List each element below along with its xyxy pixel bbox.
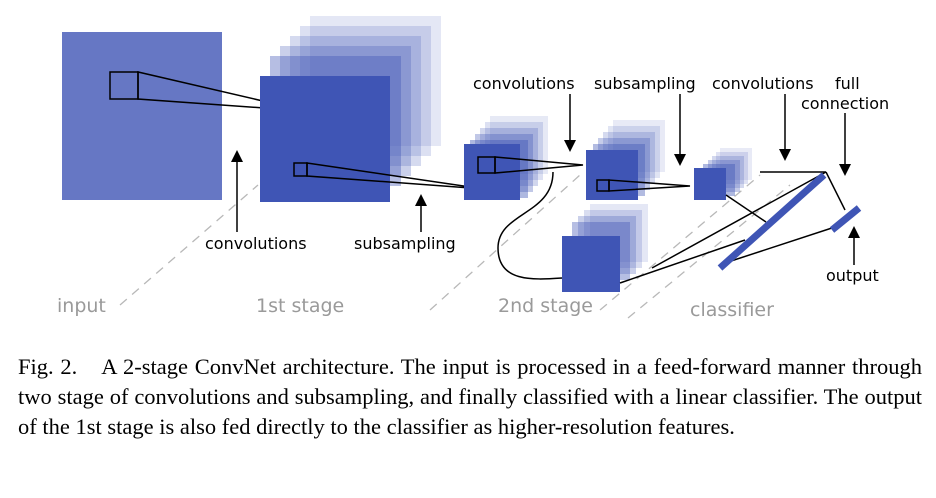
annotation-arrows [231,94,860,265]
separator-input-stage1 [119,184,259,306]
separator-stage1-stage2 [429,174,581,311]
caption-text: A 2-stage ConvNet architecture. The inpu… [18,354,922,439]
sub2-projection [608,179,691,192]
stage2-conv-maps [586,120,665,200]
conv2-projection [494,156,584,174]
stage-separators [119,174,791,319]
label-connection: connection [801,94,889,113]
stage1-front-map [260,76,390,202]
label-full: full [835,74,860,93]
label-sub2: subsampling [594,74,696,93]
output-layer [829,205,862,233]
label-output: output [826,266,879,285]
input-map [62,32,222,200]
stage1-conv-maps [260,16,441,202]
stage2-sub-front-map [694,168,726,200]
stage-label-classifier: classifier [690,299,774,321]
conv1-projection [137,71,307,112]
label-conv3: convolutions [712,74,814,93]
stage-label-2nd: 2nd stage [498,295,593,317]
stage2-front-map [586,150,638,200]
classifier-lines [619,171,846,284]
stage1-feedforward-maps [562,204,648,292]
separator-classifier [627,184,791,319]
stage2-sub-maps [694,148,752,200]
figure-caption: Fig. 2.A 2-stage ConvNet architecture. T… [18,352,922,442]
label-conv2: convolutions [473,74,575,93]
stage-label-1st: 1st stage [256,295,344,317]
separator-stage2-classifier [599,174,761,311]
figure-number: Fig. 2. [18,354,78,379]
label-sub1: subsampling [354,234,456,253]
full-connection-layer [717,172,827,271]
stage-label-input: input [57,295,106,317]
convnet-diagram: convolutions subsampling convolutions su… [57,16,889,321]
feedforward-connector [497,171,563,280]
label-conv1: convolutions [205,234,307,253]
sub1-projection [306,162,485,190]
stage1-feedforward-front-map [562,236,620,292]
